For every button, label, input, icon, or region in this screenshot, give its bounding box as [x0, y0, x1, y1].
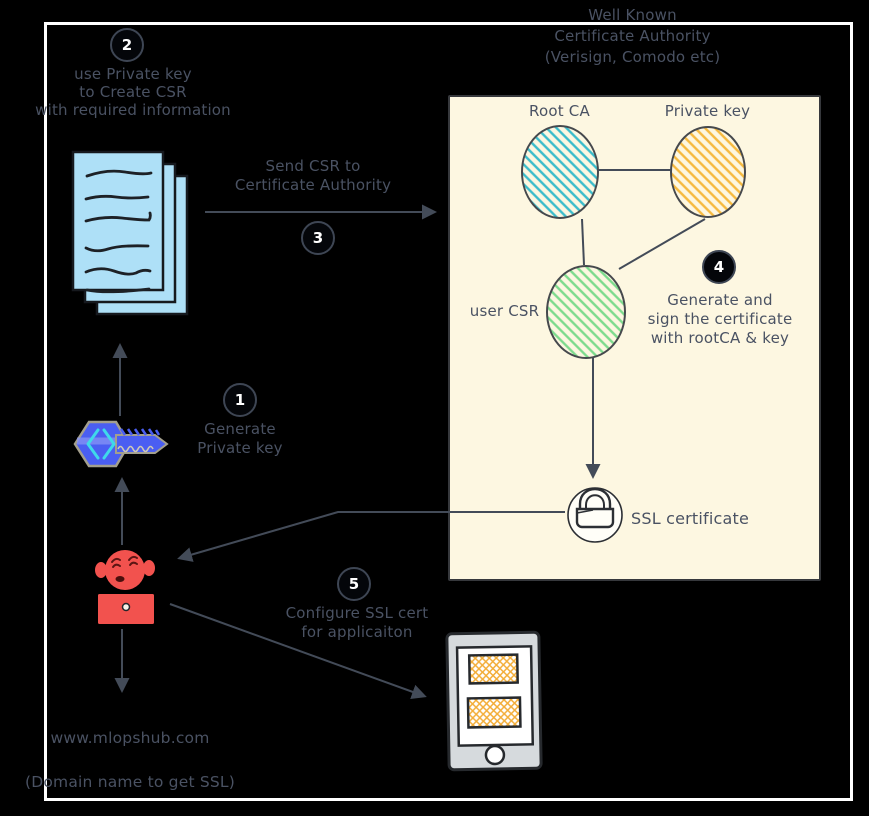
ca-title: Well Known Certificate Authority (Verisi…	[544, 6, 721, 66]
step-2-label: use Private key to Create CSR with requi…	[35, 65, 231, 119]
step-1-badge: 1	[223, 383, 257, 417]
step-3-badge: 3	[301, 221, 335, 255]
step-3-label: Send CSR to Certificate Authority	[234, 157, 392, 194]
step-4-number: 4	[713, 258, 725, 276]
step-1-number: 1	[234, 391, 246, 409]
domain-caption: www.mlopshub.com (Domain name to get SSL…	[5, 705, 255, 793]
domain-note: (Domain name to get SSL)	[24, 773, 236, 791]
domain-url: www.mlopshub.com	[50, 729, 210, 747]
step-2-number: 2	[121, 36, 133, 54]
user-csr-node-label: user CSR	[469, 302, 540, 320]
ssl-certificate-label: SSL certificate	[631, 509, 750, 528]
step-5-number: 5	[348, 575, 360, 593]
canvas-frame	[44, 22, 853, 801]
certificate-authority-box	[448, 95, 821, 581]
root-ca-node-label: Root CA	[529, 102, 590, 120]
step-3-number: 3	[312, 229, 324, 247]
step-5-label: Configure SSL cert for applicaiton	[285, 604, 429, 641]
step-4-badge: 4	[702, 250, 736, 284]
private-key-node-label: Private key	[664, 102, 751, 120]
step-1-label: Generate Private key	[197, 420, 283, 457]
step-2-badge: 2	[110, 28, 144, 62]
step-5-badge: 5	[337, 567, 371, 601]
step-4-label: Generate and sign the certificate with r…	[647, 291, 793, 347]
